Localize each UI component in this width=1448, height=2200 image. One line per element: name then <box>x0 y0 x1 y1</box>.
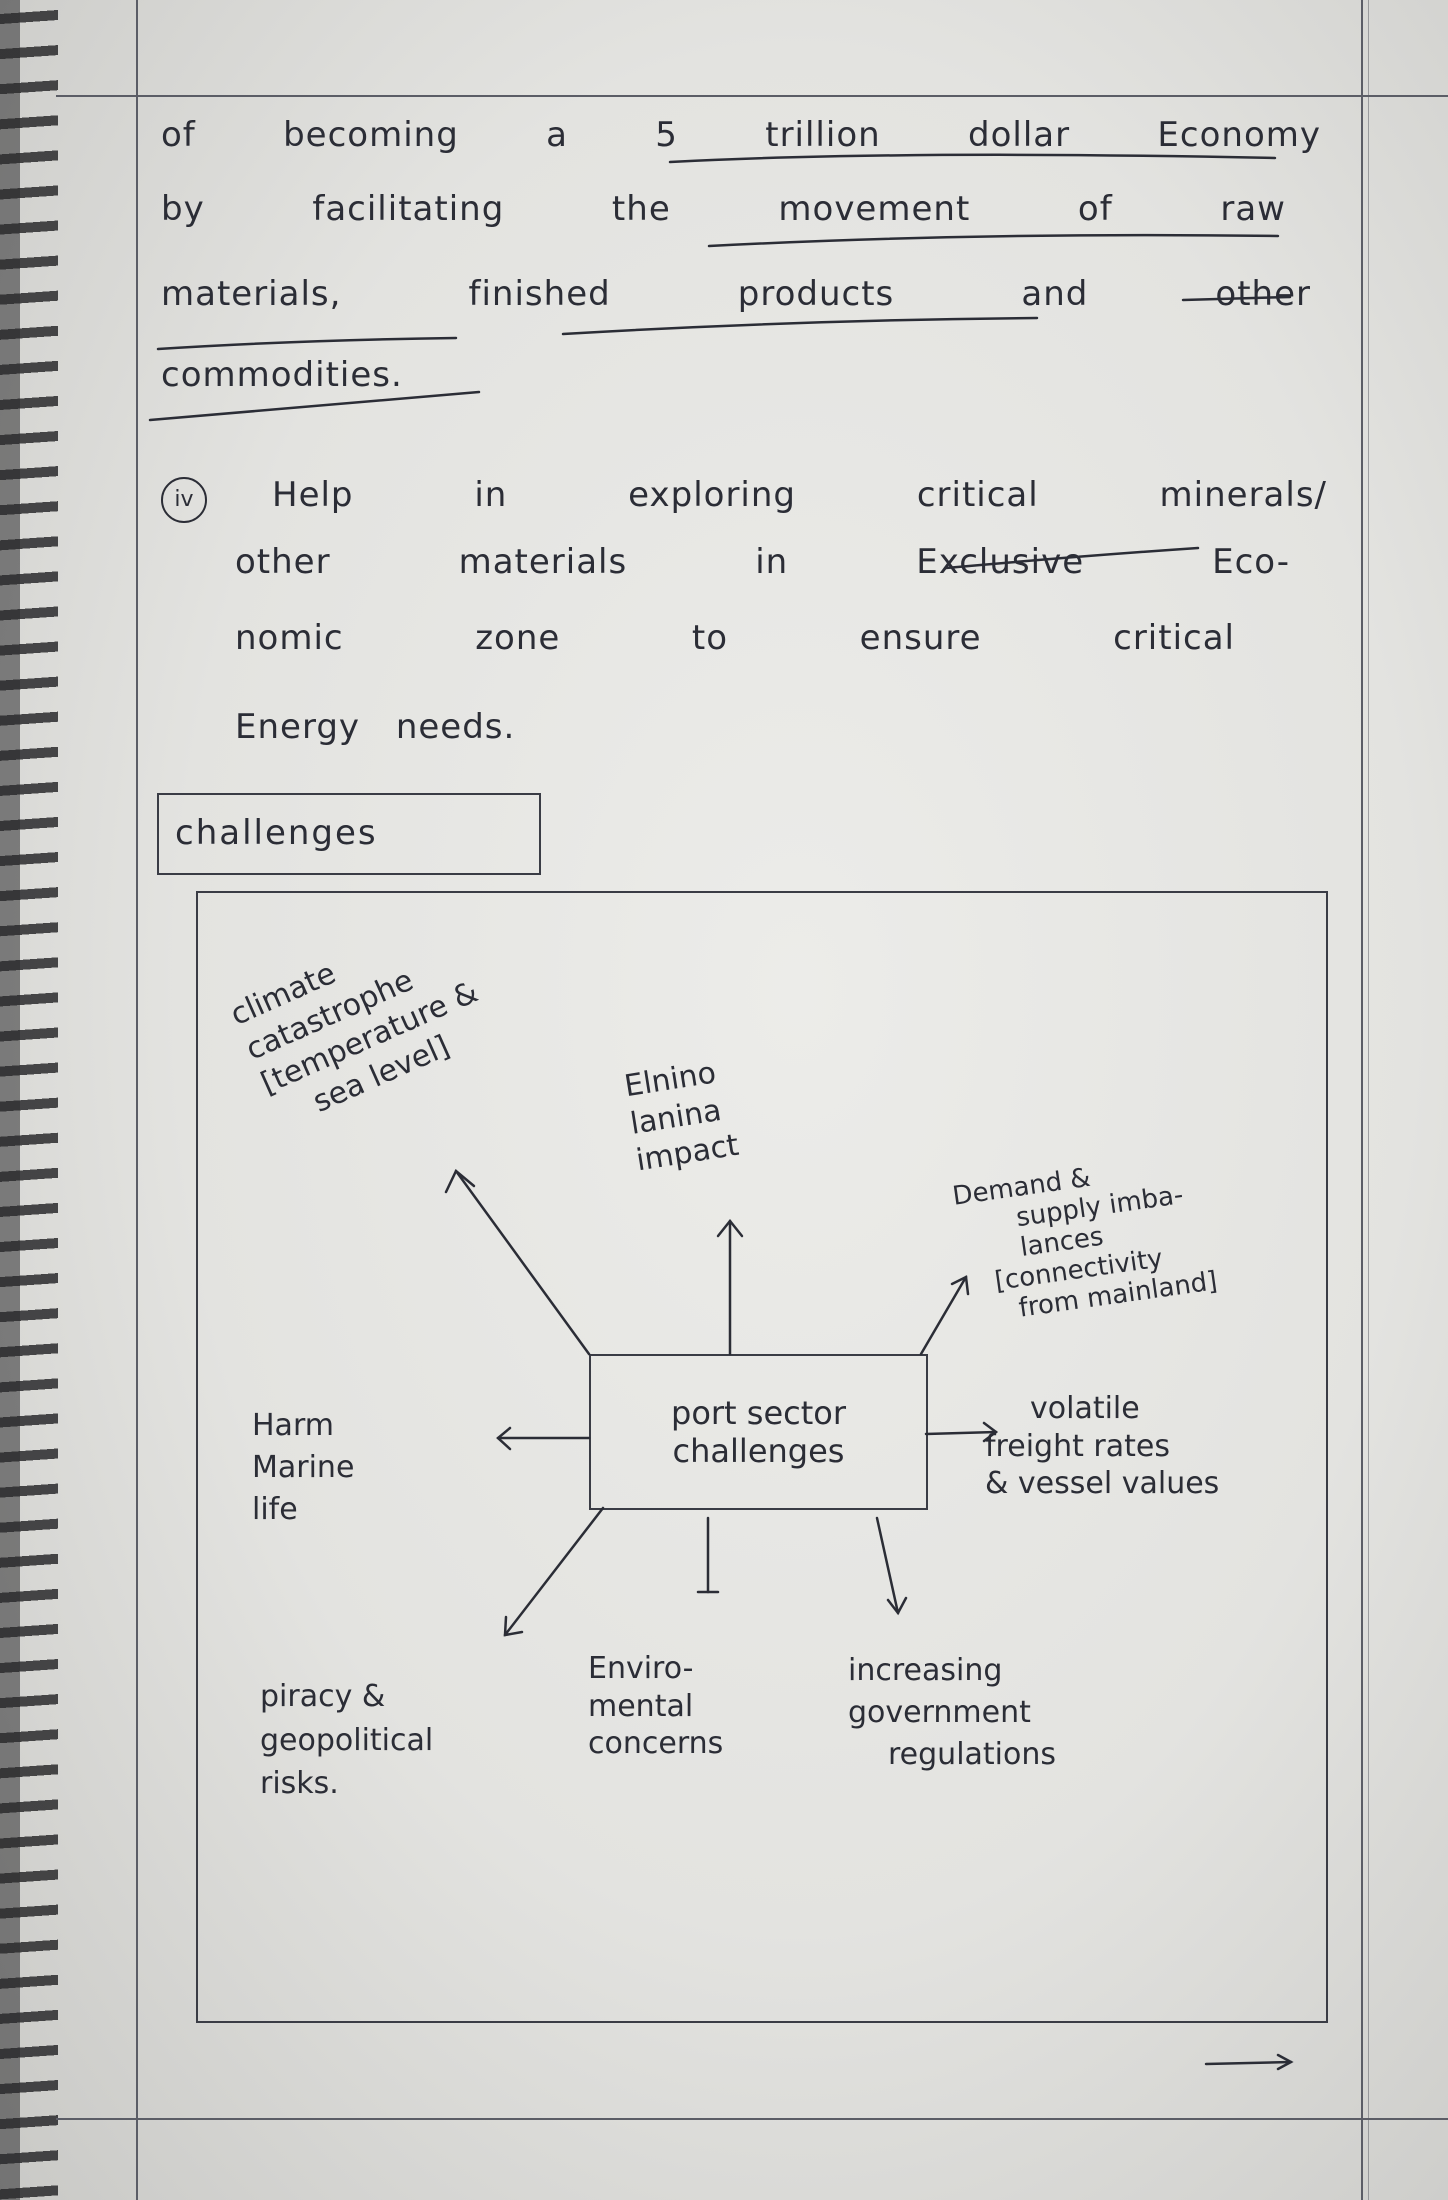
challenges-heading: challenges <box>175 813 378 853</box>
arrow-regulations <box>875 1516 908 1616</box>
branch-volatile-line: & vessel values <box>985 1466 1220 1501</box>
branch-regulations-line: government <box>848 1695 1031 1730</box>
note-line-8: Energy needs. <box>235 707 516 747</box>
note-line-3: materials, finished products and other <box>161 274 1311 314</box>
arrow-climate <box>444 1169 591 1356</box>
center-node: port sector challenges <box>589 1354 928 1510</box>
bottom-margin-line <box>56 2118 1448 2120</box>
center-node-line-2: challenges <box>672 1432 845 1471</box>
center-node-line-1: port sector <box>671 1394 846 1432</box>
branch-environment-line: concerns <box>588 1726 724 1761</box>
note-line-6: other materials in Exclusive Eco- <box>235 542 1290 582</box>
arrow-elnino <box>716 1218 744 1356</box>
branch-regulations-line: regulations <box>888 1737 1057 1772</box>
branch-elnino: Elnino lanina impact <box>622 1053 742 1180</box>
right-margin-line <box>1361 0 1363 2200</box>
branch-environment: Enviro- mental concerns <box>588 1650 723 1763</box>
note-line-7: nomic zone to ensure critical <box>235 618 1235 658</box>
challenges-heading-box: challenges <box>157 793 541 875</box>
note-line-4: commodities. <box>161 355 403 395</box>
branch-marine-line: Harm <box>252 1408 334 1443</box>
branch-volatile-line: volatile <box>1030 1391 1140 1426</box>
note-line-1: of becoming a 5 trillion dollar Economy <box>161 115 1321 155</box>
branch-piracy-line: piracy & <box>260 1679 386 1714</box>
right-margin-line-2 <box>1368 0 1369 2200</box>
branch-marine-line: life <box>252 1492 298 1527</box>
note-line-5: Help in exploring critical minerals/ <box>272 475 1327 515</box>
branch-environment-line: Enviro- <box>588 1651 694 1686</box>
arrow-volatile <box>924 1421 999 1443</box>
spiral-binding <box>0 0 58 2200</box>
note-line-2: by facilitating the movement of raw <box>161 189 1286 229</box>
arrow-piracy <box>503 1506 605 1637</box>
branch-regulations: increasing government regulations <box>848 1650 1056 1776</box>
branch-volatile-line: freight rates <box>985 1428 1170 1464</box>
arrow-environment <box>696 1516 720 1594</box>
branch-volatile: volatile freight rates & vessel values <box>985 1390 1219 1503</box>
diagram-frame <box>196 891 1328 2023</box>
arrow-demand <box>919 1275 970 1356</box>
next-page-arrow <box>1204 2053 1294 2071</box>
branch-regulations-line: increasing <box>848 1653 1003 1688</box>
branch-marine-line: Marine <box>252 1450 355 1485</box>
branch-environment-line: mental <box>588 1688 694 1724</box>
text-underlines <box>148 153 1292 570</box>
branch-piracy: piracy & geopolitical risks. <box>260 1675 433 1806</box>
branch-marine: Harm Marine life <box>252 1405 354 1531</box>
top-margin-line <box>56 95 1448 97</box>
branch-piracy-line: geopolitical <box>260 1722 434 1758</box>
left-margin-line <box>136 0 138 2200</box>
point-number-badge: iv <box>161 477 207 523</box>
arrow-marine <box>496 1426 591 1451</box>
branch-piracy-line: risks. <box>260 1766 339 1801</box>
